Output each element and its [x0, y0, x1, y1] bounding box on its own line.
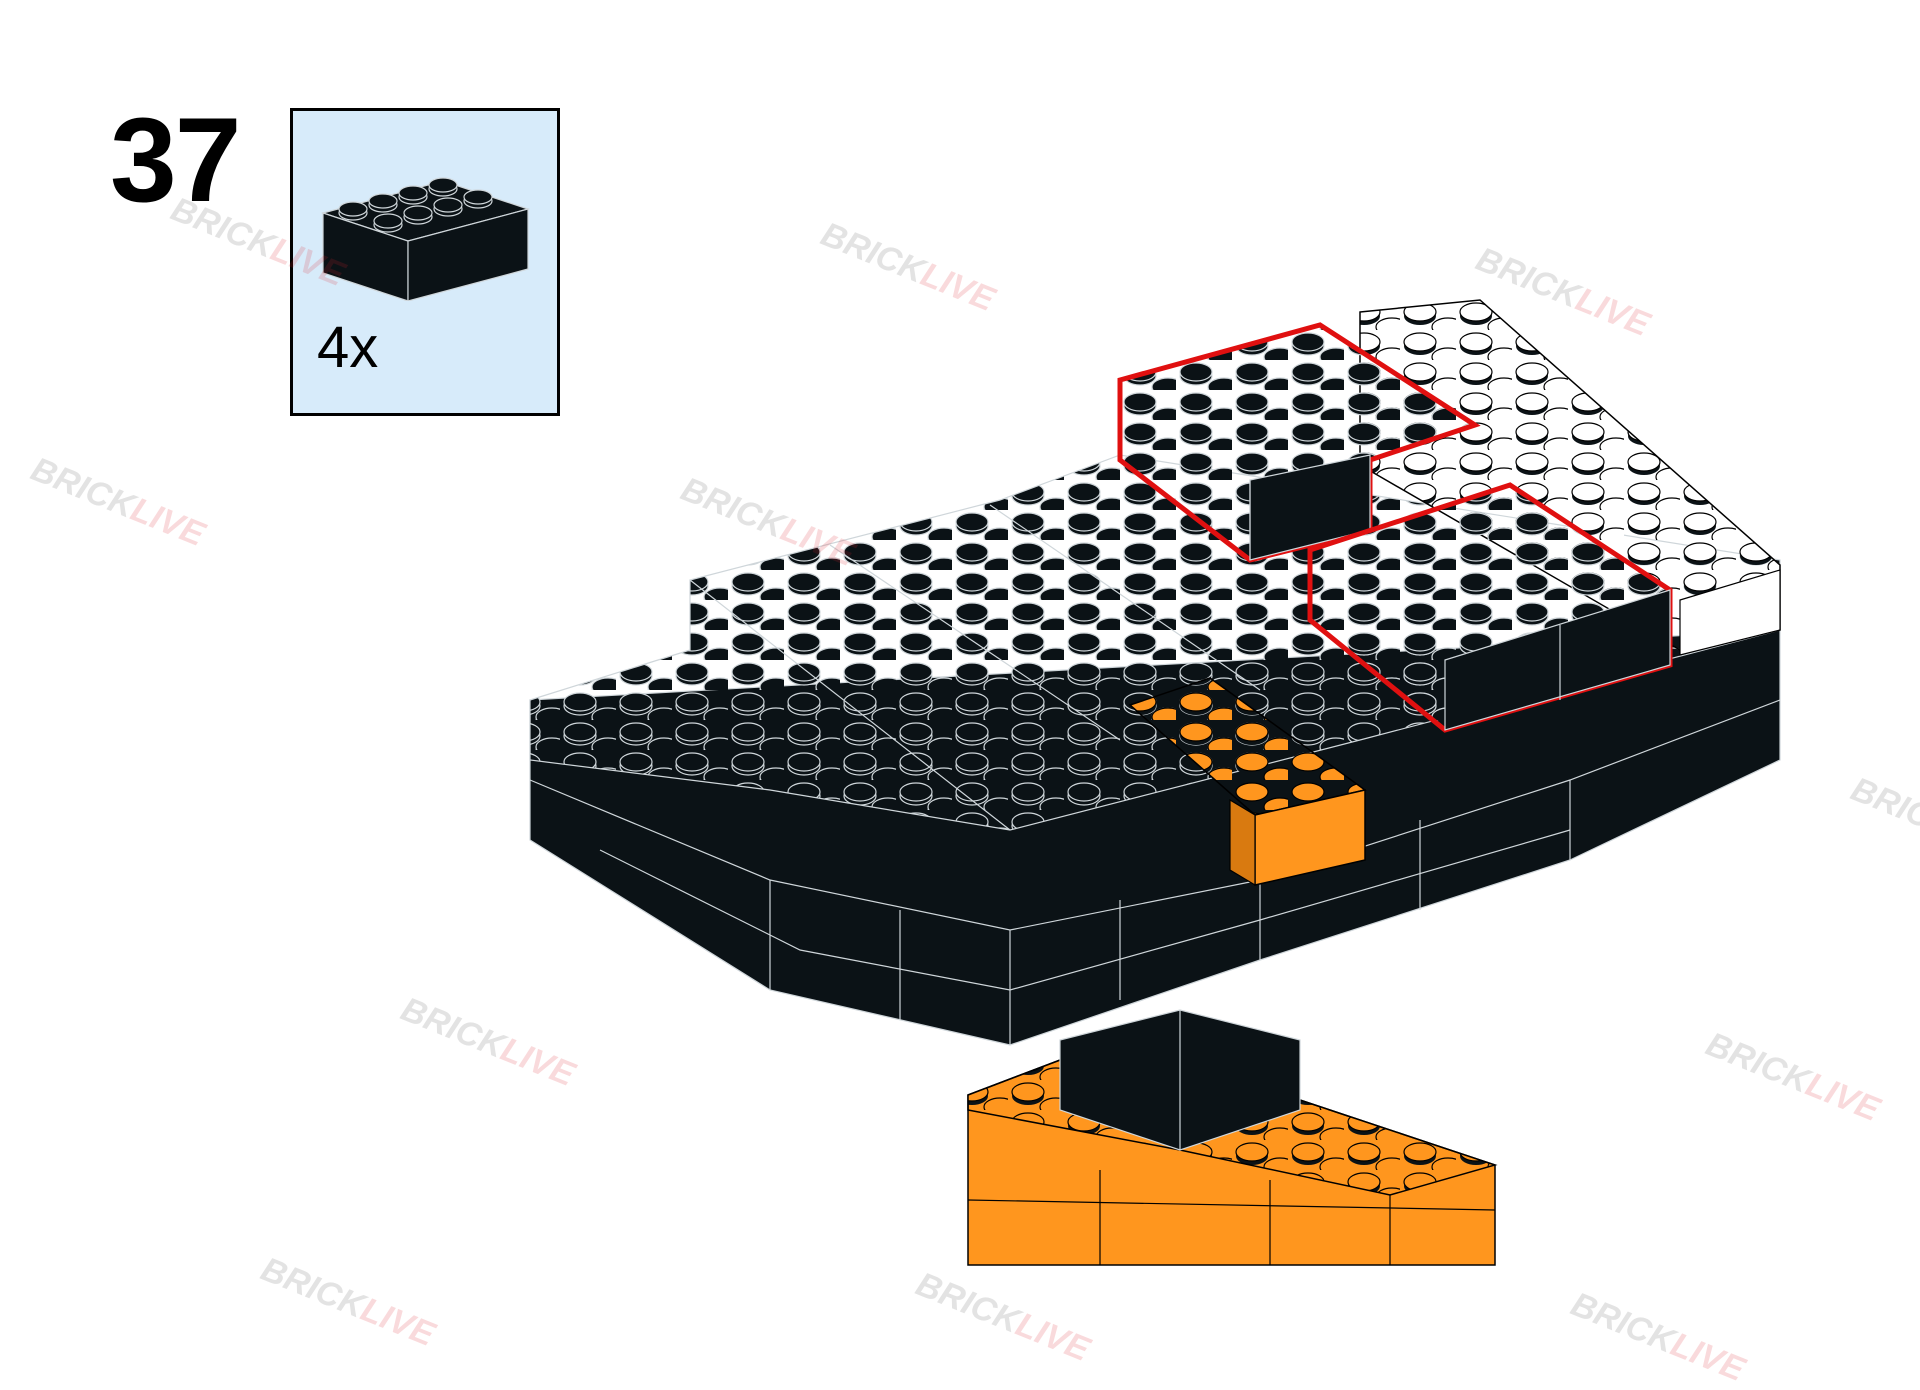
step-number: 37	[110, 93, 241, 227]
new-brick-highlight-2	[1307, 482, 1673, 733]
black-column	[1059, 1009, 1301, 1151]
orange-brick	[1128, 677, 1367, 887]
part-quantity: 4x	[317, 315, 379, 380]
black-2x4-brick-icon	[320, 177, 531, 301]
parts-callout: 4x	[290, 108, 560, 416]
model-illustration	[529, 299, 1781, 1266]
